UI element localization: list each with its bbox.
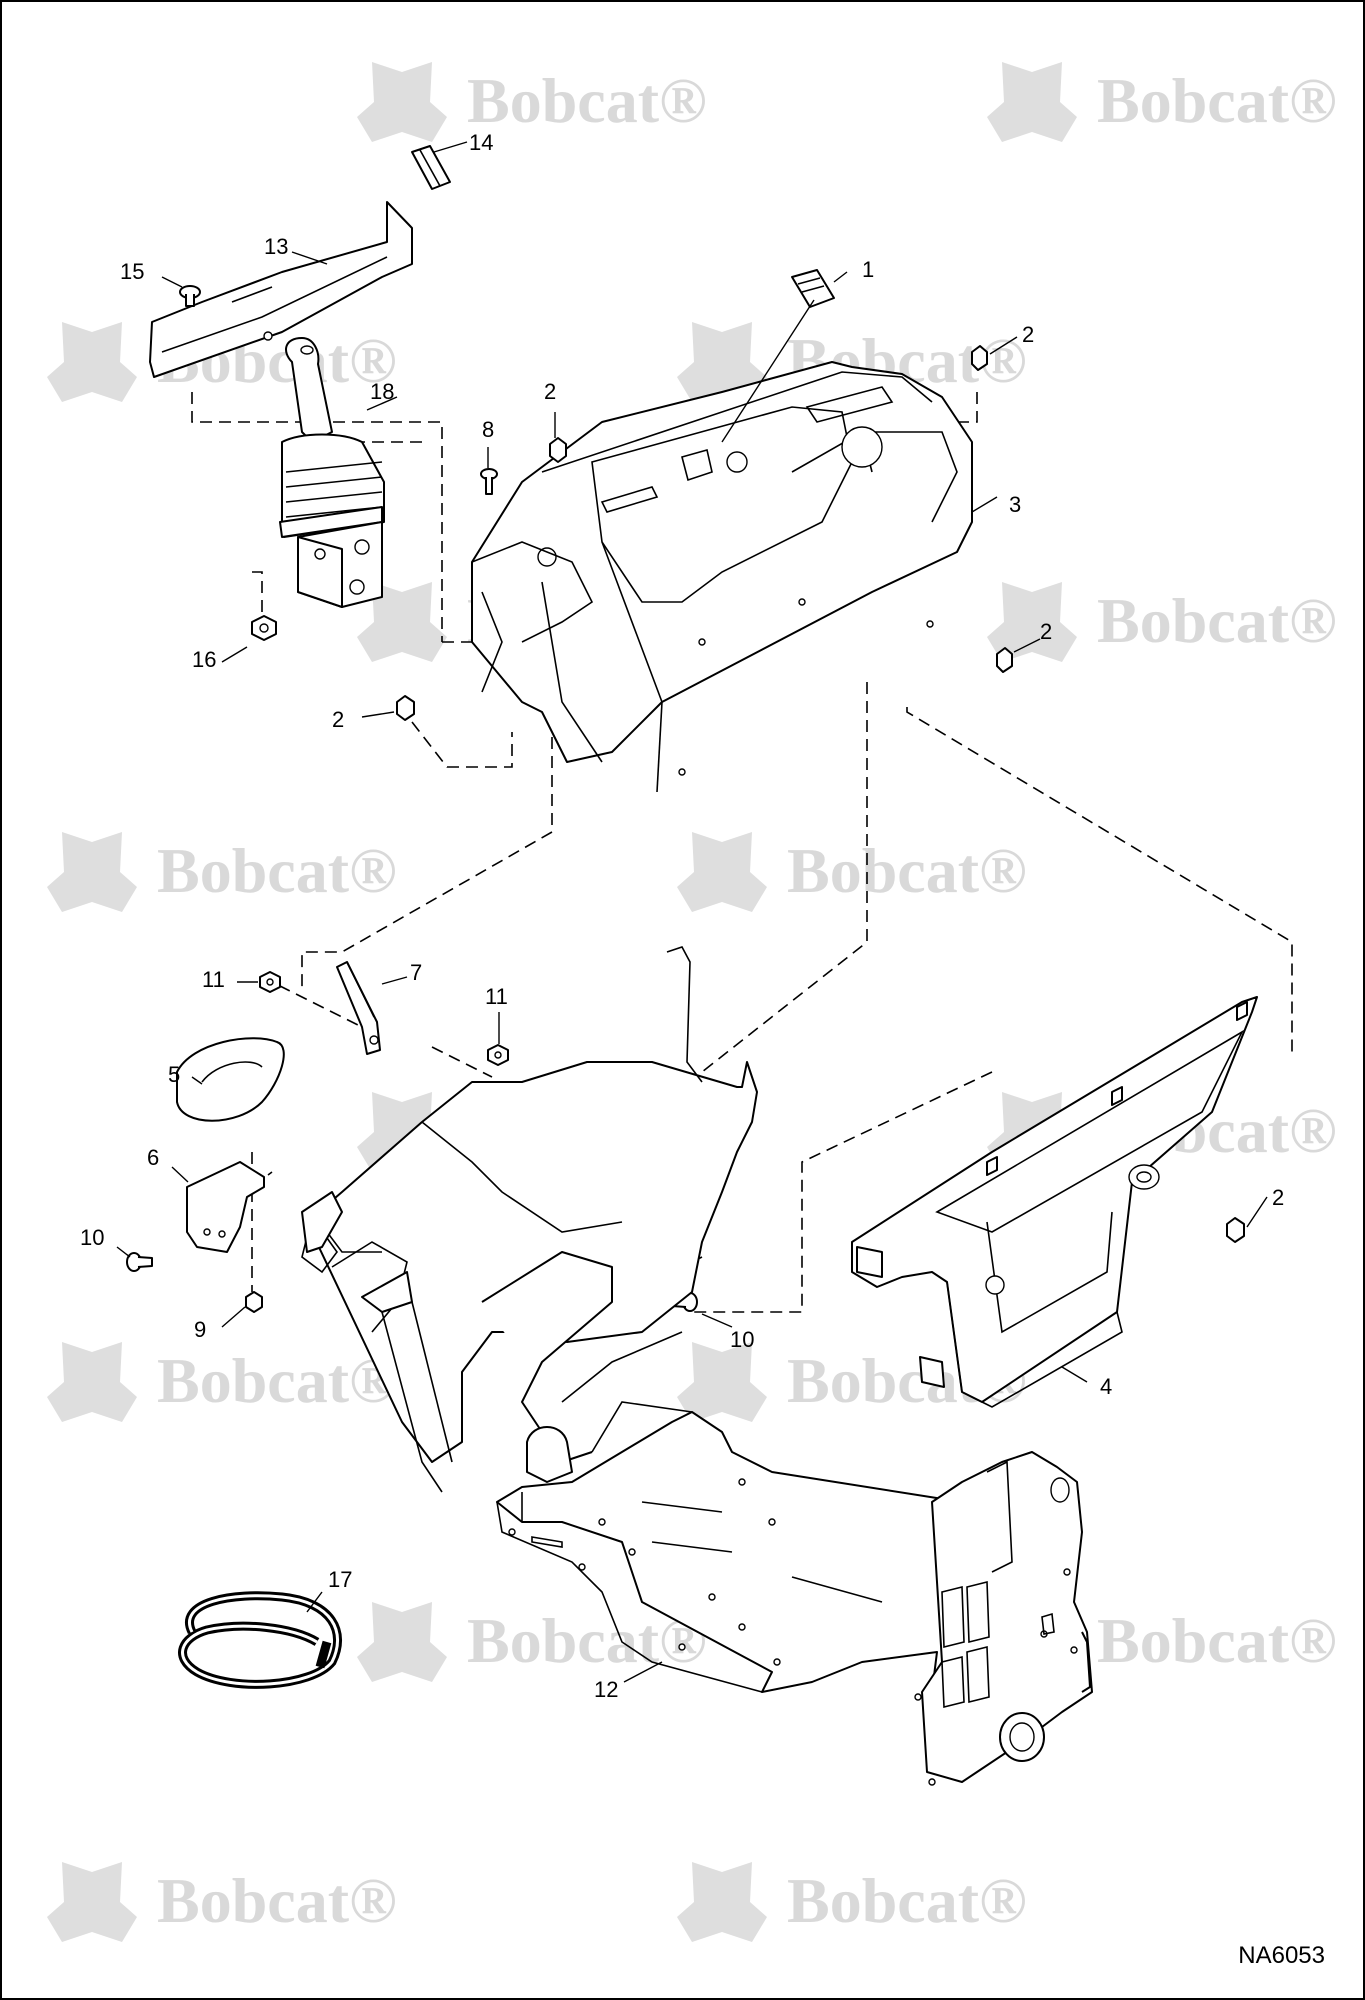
- watermark: Bobcat®: [987, 582, 1337, 662]
- callout-13: 13: [264, 234, 288, 259]
- callout-10-b: 10: [730, 1327, 754, 1352]
- callout-6: 6: [147, 1145, 159, 1170]
- leader-lines: [116, 141, 1268, 1683]
- watermark-text: Bobcat®: [1097, 585, 1337, 656]
- callout-1: 1: [862, 257, 874, 282]
- callout-5: 5: [168, 1062, 180, 1087]
- part-7-bracket: [336, 961, 381, 1055]
- drawing-number: NA6053: [1238, 1942, 1325, 1969]
- watermark-text: Bobcat®: [467, 1605, 707, 1676]
- watermark-text: Bobcat®: [787, 1865, 1027, 1936]
- watermark-text: Bobcat®: [1097, 1605, 1337, 1676]
- callout-labels: 14 13 15 18 16 1 2 3 2 8 2 2 11 7 11 5 6…: [80, 130, 1284, 1702]
- callout-15: 15: [120, 259, 144, 284]
- part-12-frame: [301, 946, 1093, 1786]
- callout-14: 14: [469, 130, 493, 155]
- watermark-text: Bobcat®: [1097, 65, 1337, 136]
- watermark: Bobcat®: [987, 62, 1337, 142]
- watermark: Bobcat®: [47, 1342, 397, 1422]
- callout-11-b: 11: [485, 984, 508, 1009]
- watermark-text: Bobcat®: [157, 835, 397, 906]
- part-1-clip: [791, 269, 835, 308]
- callout-9: 9: [194, 1317, 206, 1342]
- callout-2-b: 2: [544, 379, 556, 404]
- callout-18: 18: [370, 379, 394, 404]
- part-17-hose-coil: [178, 1591, 342, 1689]
- part-5-boot: [176, 1037, 285, 1122]
- callout-12: 12: [594, 1677, 618, 1702]
- watermark: Bobcat®: [677, 1862, 1027, 1942]
- watermark: Bobcat®: [357, 1602, 707, 1682]
- part-3-console: [471, 361, 973, 793]
- part-18-joystick-valve: [279, 337, 385, 608]
- watermark-text: Bobcat®: [157, 1865, 397, 1936]
- part-2-bolt: [396, 345, 1245, 1243]
- callout-2-c: 2: [1040, 619, 1052, 644]
- callout-3: 3: [1009, 492, 1021, 517]
- part-16-nut: [251, 615, 277, 641]
- part-15-pin: [179, 285, 201, 307]
- part-8-screw: [480, 468, 498, 495]
- callout-8: 8: [482, 417, 494, 442]
- callout-17: 17: [328, 1567, 352, 1592]
- callout-2-e: 2: [1272, 1185, 1284, 1210]
- callout-4: 4: [1100, 1374, 1112, 1399]
- callout-7: 7: [410, 960, 422, 985]
- callout-16: 16: [192, 647, 216, 672]
- callout-10-a: 10: [80, 1225, 104, 1250]
- callout-2-d: 2: [332, 707, 344, 732]
- part-14-grip: [411, 145, 451, 190]
- part-9-bolt: [245, 1291, 263, 1313]
- part-4-side-panel: [851, 996, 1258, 1408]
- watermark: Bobcat®: [47, 1862, 397, 1942]
- watermark-text: Bobcat®: [787, 835, 1027, 906]
- watermark-text: Bobcat®: [467, 65, 707, 136]
- part-6-mounting-plate: [186, 1161, 265, 1253]
- watermark: Bobcat®: [47, 832, 397, 912]
- callout-11-a: 11: [202, 967, 225, 992]
- callout-2-a: 2: [1022, 322, 1034, 347]
- part-11-nut: [259, 971, 509, 1066]
- watermark-text: Bobcat®: [157, 1345, 397, 1416]
- watermark: Bobcat®: [357, 62, 707, 142]
- watermark: Bobcat®: [677, 832, 1027, 912]
